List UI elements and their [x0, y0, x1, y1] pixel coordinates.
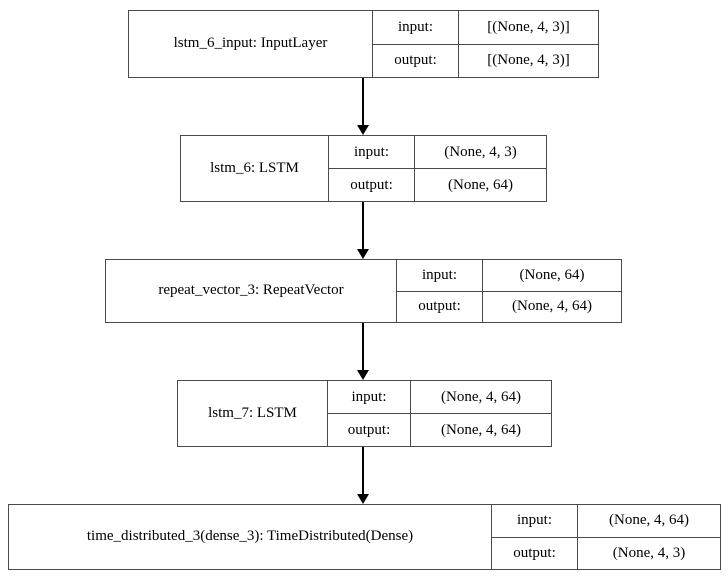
- output-label: output:: [329, 169, 415, 201]
- output-shape-value: (None, 64): [448, 176, 513, 193]
- layer-io-table: input: (None, 4, 64) output: (None, 4, 6…: [328, 381, 551, 446]
- input-label: input:: [397, 260, 483, 291]
- layer-name-label: lstm_6: LSTM: [181, 136, 329, 201]
- layer-input-row: input: [(None, 4, 3)]: [373, 11, 598, 45]
- layer-input-row: input: (None, 4, 64): [492, 505, 720, 538]
- input-shape-value: (None, 4, 3): [444, 143, 517, 160]
- edge-line: [362, 447, 364, 494]
- input-shape-value: (None, 64): [519, 266, 585, 283]
- layer-node-lstm-6[interactable]: lstm_6: LSTM input: (None, 4, 3) output:…: [180, 135, 547, 202]
- output-shape-value: (None, 4, 3): [612, 544, 686, 561]
- layer-name-label: time_distributed_3(dense_3): TimeDistrib…: [9, 505, 492, 569]
- layer-node-time-distributed-3[interactable]: time_distributed_3(dense_3): TimeDistrib…: [8, 504, 721, 570]
- output-label: output:: [397, 291, 483, 322]
- layer-io-table: input: (None, 4, 64) output: (None, 4, 3…: [492, 505, 720, 569]
- arrowhead-icon: [357, 494, 369, 504]
- arrowhead-icon: [357, 249, 369, 259]
- layer-node-lstm-7[interactable]: lstm_7: LSTM input: (None, 4, 64) output…: [177, 380, 552, 447]
- input-shape-value: [(None, 4, 3)]: [487, 18, 570, 35]
- input-label: input:: [328, 381, 411, 413]
- output-label: output:: [492, 537, 578, 569]
- input-shape-value: (None, 4, 64): [441, 388, 521, 405]
- input-label: input:: [492, 505, 578, 537]
- layer-output-row: output: (None, 4, 64): [328, 414, 551, 446]
- layer-io-table: input: (None, 64) output: (None, 4, 64): [397, 260, 621, 322]
- edge-line: [362, 323, 364, 370]
- layer-io-table: input: (None, 4, 3) output: (None, 64): [329, 136, 546, 201]
- layer-output-row: output: (None, 4, 64): [397, 291, 621, 322]
- layer-output-row: output: (None, 4, 3): [492, 537, 720, 569]
- layer-input-row: input: (None, 4, 3): [329, 136, 546, 169]
- input-label: input:: [329, 136, 415, 168]
- edge-line: [362, 78, 364, 125]
- edge-line: [362, 202, 364, 249]
- layer-input-row: input: (None, 64): [397, 260, 621, 292]
- layer-name-label: lstm_6_input: InputLayer: [129, 11, 373, 77]
- input-label: input:: [373, 11, 459, 44]
- layer-io-table: input: [(None, 4, 3)] output: [(None, 4,…: [373, 11, 598, 77]
- output-shape-value: (None, 4, 64): [441, 421, 521, 438]
- layer-node-lstm-6-input[interactable]: lstm_6_input: InputLayer input: [(None, …: [128, 10, 599, 78]
- output-shape-value: [(None, 4, 3)]: [487, 52, 570, 69]
- output-shape-value: (None, 4, 64): [512, 298, 592, 315]
- input-shape-value: (None, 4, 64): [609, 512, 689, 529]
- output-label: output:: [373, 44, 459, 77]
- layer-name-label: repeat_vector_3: RepeatVector: [106, 260, 397, 322]
- output-label: output:: [328, 414, 411, 446]
- layer-output-row: output: (None, 64): [329, 169, 546, 201]
- layer-name-label: lstm_7: LSTM: [178, 381, 328, 446]
- layer-output-row: output: [(None, 4, 3)]: [373, 44, 598, 77]
- layer-input-row: input: (None, 4, 64): [328, 381, 551, 414]
- arrowhead-icon: [357, 125, 369, 135]
- layer-node-repeat-vector-3[interactable]: repeat_vector_3: RepeatVector input: (No…: [105, 259, 622, 323]
- arrowhead-icon: [357, 370, 369, 380]
